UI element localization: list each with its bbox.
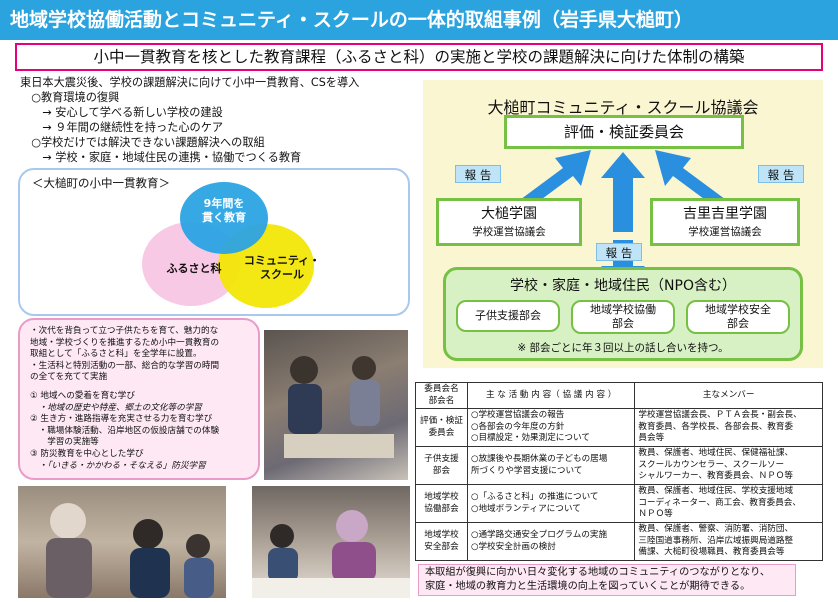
details-line: 学習の実施等 [30,437,99,448]
photo-classroom-figures [284,356,394,458]
community-panel: 学校・家庭・地域住民（NPO含む） 子供支援部会 地域学校協働 部会 地域学校安… [443,267,803,361]
subdept-child-support: 子供支援部会 [456,300,560,332]
table-header-activities: 主 な 活 動 内 容（ 協 議 内 容 ） [466,382,636,409]
details-line: 取組として「ふるさと科」を全学年に設置。 [30,349,202,360]
table-cell-name: 評価・検証 委員会 [415,408,468,447]
kirikiri-school-council: 学校運営協議会 [688,226,762,238]
details-line: ② 生き方・進路指導を充実させる力を育む学び [30,414,213,425]
table-row: 地域学校 協働部会 ○「ふるさと科」の推進について ○地域ボランティアについて … [415,484,823,523]
venn-label-cs: コミュニティ・ スクール [243,254,321,281]
details-line: 地域・学校づくりを推進するため小中一貫教育の [30,337,220,348]
subdept-school-safety: 地域学校安全 部会 [686,300,790,334]
report-badge-center: 報 告 [596,243,642,261]
intro-line: → 安心して学べる新しい学校の建設 [20,106,223,119]
venn-label-furusato: ふるさと科 [166,262,222,275]
table-cell-members: 教員、保護者、地域住民、学校支援地域 コーディネーター、商工会、教育委員会、 Ｎ… [634,484,823,523]
arrow-center-up-icon [601,152,645,232]
photo-cooking-figures [252,510,410,598]
table-cell-members: 教員、保護者、地域住民、保健福祉課、 スクールカウンセラー、スクールソー シャル… [634,446,823,485]
photo-elderly-students [18,486,226,598]
table-header-row: 委員会名 部会名 主 な 活 動 内 容（ 協 議 内 容 ） 主なメンバー [415,382,823,409]
furusato-details-panel: ・次代を背負って立つ子供たちを育て、魅力的な 地域・学校づくりを推進するため小中… [18,318,260,480]
table-header-members: 主なメンバー [634,382,823,409]
kirikiri-school-name: 吉里吉里学園 [683,206,767,222]
table-cell-members: 教員、保護者、警察、消防署、消防団、 三陸国道事務所、沿岸広域振興局道路整 備課… [634,522,823,561]
intro-line: ○学校だけでは解決できない課題解決への取組 [20,136,265,149]
council-title: 大槌町コミュニティ・スクール協議会 [487,98,759,117]
details-line: ・次代を背負って立つ子供たちを育て、魅力的な [30,326,219,336]
details-line: ・地域の歴史や特産、郷土の文化等の学習 [30,402,202,413]
venn-label-nine-years: 9年間を 貫く教育 [202,197,246,224]
table-cell-activities: ○「ふるさと科」の推進について ○地域ボランティアについて [466,484,636,523]
table-cell-name: 地域学校 安全部会 [415,522,468,561]
conclusion-line: 本取組が復興に向かい日々変化する地域のコミュニティのつながりとなり、 [425,567,771,578]
kirikiri-school-box: 吉里吉里学園 学校運営協議会 [650,198,800,246]
intro-line: ○教育環境の復興 [20,91,120,104]
compulsory-heading: ＜大槌町の小中一貫教育＞ [32,176,170,190]
details-line: ・「いきる・かかわる・そなえる」防災学習 [30,460,206,471]
table-row: 子供支援 部会 ○放課後や長期休業の子どもの居場 所づくりや学習支援について 教… [415,446,823,485]
intro-line: → ９年間の継続性を持った心のケア [20,121,224,134]
conclusion-line: 家庭・地域の教育力と生活環境の向上を図っていくことが期待できる。 [425,581,751,592]
page-title: 地域学校協働活動とコミュニティ・スクールの一体的取組事例（岩手県大槌町） [0,0,838,40]
table-cell-name: 地域学校 協働部会 [415,484,468,523]
table-row: 評価・検証 委員会 ○学校運営協議会の報告 ○各部会の今年度の方針 ○目標設定・… [415,408,823,447]
report-badge-left: 報 告 [455,165,501,183]
details-line: ・生活科と特別活動の一部、総合的な学習の時間 [30,360,220,371]
conclusion-note: 本取組が復興に向かい日々変化する地域のコミュニティのつながりとなり、 家庭・地域… [418,564,796,596]
intro-line: 東日本大震災後、学校の課題解決に向けて小中一貫教育、CSを導入 [20,76,360,89]
photo-elderly-figures [46,503,214,598]
table-cell-members: 学校運営協議会長、ＰＴＡ会長・副会長、 教育委員、各学校長、各部会長、教育委 員… [634,408,823,447]
table-cell-activities: ○学校運営協議会の報告 ○各部会の今年度の方針 ○目標設定・効果測定について [466,408,636,447]
details-line: ・職場体験活動、沿岸地区の仮設店舗での体験 [30,425,220,436]
venn-circle-nine-years [180,182,268,254]
table-row: 地域学校 安全部会 ○通学路交通安全プログラムの実施 ○学校安全計画の検討 教員… [415,522,823,561]
otsuchi-school-name: 大槌学園 [481,206,537,222]
photo-classroom [264,330,408,480]
community-note: ※ 部会ごとに年３回以上の話し合いを持つ。 [517,342,729,354]
details-line: ③ 防災教育を中心とした学び [30,448,144,459]
details-line: ① 地域への愛着を育む学び [30,390,135,401]
intro-line: → 学校・家庭・地域住民の連携・協働でつくる教育 [20,151,302,164]
subdept-community-collab: 地域学校協働 部会 [571,300,675,334]
table-cell-activities: ○通学路交通安全プログラムの実施 ○学校安全計画の検討 [466,522,636,561]
table-cell-activities: ○放課後や長期休業の子どもの居場 所づくりや学習支援について [466,446,636,485]
table-header-name: 委員会名 部会名 [415,382,468,409]
evaluation-committee-box: 評価・検証委員会 [504,115,744,149]
committee-table: 委員会名 部会名 主 な 活 動 内 容（ 協 議 内 容 ） 主なメンバー 評… [415,382,823,561]
intro-section: 東日本大震災後、学校の課題解決に向けて小中一貫教育、CSを導入 ○教育環境の復興… [20,75,420,165]
compulsory-education-panel: ＜大槌町の小中一貫教育＞ 9年間を 貫く教育 ふるさと科 コミュニティ・ スクー… [18,168,410,316]
details-line: の全てを充てて実施 [30,372,108,383]
page-subtitle: 小中一貫教育を核とした教育課程（ふるさと科）の実施と学校の課題解決に向けた体制の… [15,43,823,71]
photo-cooking-activity [252,486,410,598]
otsuchi-school-council: 学校運営協議会 [472,226,546,238]
table-cell-name: 子供支援 部会 [415,446,468,485]
otsuchi-school-box: 大槌学園 学校運営協議会 [436,198,582,246]
details-spacer [30,384,250,391]
community-title: 学校・家庭・地域住民（NPO含む） [510,278,736,294]
report-badge-right: 報 告 [758,165,804,183]
